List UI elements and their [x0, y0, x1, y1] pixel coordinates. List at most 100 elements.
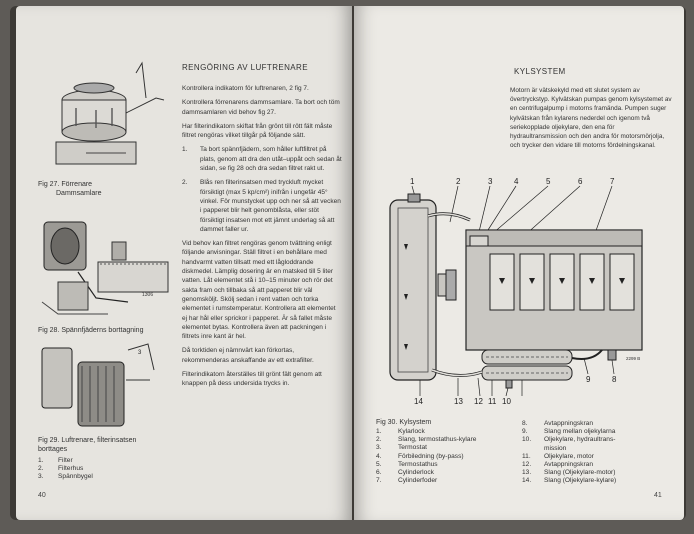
legend-item: 1. Kylarlock — [376, 428, 476, 436]
fig30-caption: Fig 30. Kylsystem — [376, 419, 432, 426]
paragraph: Kontrollera indikatorn för luftrenaren, … — [182, 85, 309, 92]
left-page: Fig 27. Förrenare Dammsamlare 1306 Fig 2… — [16, 6, 352, 520]
fig29-caption-subtitle: borttages — [38, 446, 68, 453]
paragraph: Kontrollera förrenarens dammsamlare. Ta … — [182, 99, 340, 116]
legend-number: 3. — [38, 473, 44, 481]
legend-number: 12. — [522, 461, 532, 469]
legend-label: Termostat — [398, 444, 427, 452]
legend-label: Slang mellan oljekylarna — [544, 428, 616, 436]
callout-2: 2 — [456, 177, 461, 186]
legend-item: mission — [522, 445, 616, 453]
book-spread: Fig 27. Förrenare Dammsamlare 1306 Fig 2… — [10, 6, 686, 520]
right-heading: KYLSYSTEM — [514, 67, 566, 76]
paragraph: Filterindikatorn återställes till grönt … — [182, 371, 322, 388]
legend-number: 3. — [376, 444, 382, 452]
legend-label: Termostathus — [398, 460, 438, 468]
legend-item: 4. Förbiledning (by-pass) — [376, 453, 476, 461]
fig29-air-filter-illustration: 3 — [38, 340, 158, 430]
callout-11: 11 — [488, 397, 497, 406]
legend-label: mission — [544, 444, 567, 452]
legend-number: 5. — [376, 460, 382, 468]
legend-label: Filterhus — [58, 465, 84, 473]
fig30-legend-left: 1. Kylarlock 2. Slang, termostathus-kylare… — [376, 428, 476, 485]
callout-6: 6 — [578, 177, 583, 186]
legend-item: 14. Slang (Oljekylare-kylare) — [522, 477, 616, 485]
page-number-right: 41 — [654, 492, 662, 499]
legend-item: 1. Filter — [38, 457, 93, 465]
fig27-prefilter-illustration — [46, 58, 166, 173]
legend-label: Avtappningskran — [544, 420, 593, 427]
step-text: Blås ren filterinsatsen med tryckluft my… — [200, 179, 341, 233]
legend-item: 10. Oljekylare, hydraultrans- — [522, 436, 616, 444]
paragraph: Då torktiden ej nämnvärt kan förkortas, … — [182, 347, 314, 364]
legend-number: 2. — [376, 436, 382, 444]
step-item: 2. Blås ren filterinsatsen med tryckluft… — [182, 178, 342, 234]
callout-10: 10 — [502, 397, 511, 406]
legend-label: Oljekylare, motor — [544, 452, 594, 460]
callout-5: 5 — [546, 177, 551, 186]
fig27-caption-subtitle: Dammsamlare — [56, 190, 102, 197]
callout-13: 13 — [454, 397, 463, 406]
legend-item: 2. Slang, termostathus-kylare — [376, 436, 476, 444]
step-item: 1. Ta bort spännfjädern, som håller luft… — [182, 145, 342, 173]
right-page: KYLSYSTEM Motorn är vätskekyld med ett s… — [354, 6, 684, 520]
fig28-caption: Fig 28. Spännfjäderns borttagning — [38, 326, 143, 335]
legend-label: Slang (Oljekylare-motor) — [544, 469, 616, 477]
left-text-column: Kontrollera indikatorn för luftrenaren, … — [182, 84, 342, 394]
legend-number: 13. — [522, 469, 532, 477]
legend-label: Avtappningskran — [544, 461, 593, 469]
svg-text:3: 3 — [138, 350, 142, 356]
fig30-legend-right: 8. Avtappningskran 9. Slang mellan oljekyl… — [522, 420, 616, 486]
callout-1: 1 — [410, 177, 415, 186]
right-intro: Motorn är vätskekyld med ett slutet syst… — [510, 87, 672, 150]
fig30-cooling-system-diagram: 1 2 3 4 5 6 7 — [389, 177, 643, 406]
legend-label: Oljekylare, hydraultrans- — [544, 436, 616, 444]
legend-label: Slang, termostathus-kylare — [398, 436, 477, 444]
callout-9: 9 — [586, 375, 591, 384]
legend-item: 6. Cylinderlock — [376, 469, 476, 477]
fig29-legend: 1. Filter 2. Filterhus 3. Spännbygel — [38, 457, 93, 482]
legend-number: 2. — [38, 465, 44, 473]
legend-number: 11. — [522, 452, 531, 460]
legend-item: 9. Slang mellan oljekylarna — [522, 428, 616, 436]
legend-number: 14. — [522, 477, 532, 485]
callout-7: 7 — [610, 177, 615, 186]
legend-label: Spännbygel — [58, 473, 93, 481]
legend-number: 8. — [522, 420, 528, 427]
legend-number: 1. — [38, 457, 44, 464]
step-number: 2. — [182, 179, 188, 187]
legend-number: 1. — [376, 428, 382, 435]
paragraph: Vid behov kan filtret rengöras genom tvä… — [182, 240, 336, 341]
callout-8: 8 — [612, 375, 617, 384]
fig29-caption-title: Fig 29. Luftrenare, filterinsatsen — [38, 437, 137, 444]
diagram-stamp: 2299 B — [626, 356, 640, 361]
legend-item: 5. Termostathus — [376, 461, 476, 469]
legend-item: 8. Avtappningskran — [522, 420, 616, 428]
legend-label: Slang (Oljekylare-kylare) — [544, 477, 617, 485]
legend-number: 6. — [376, 469, 382, 477]
legend-number: 10. — [522, 436, 532, 444]
legend-item: 13. Slang (Oljekylare-motor) — [522, 469, 616, 477]
svg-text:1306: 1306 — [142, 292, 153, 298]
legend-item: 11. Oljekylare, motor — [522, 453, 616, 461]
paragraph: Har filterindikatorn skiftat från grönt … — [182, 122, 333, 140]
legend-number: 4. — [376, 452, 382, 460]
callout-14: 14 — [414, 397, 423, 406]
callout-12: 12 — [474, 397, 483, 406]
callout-3: 3 — [488, 177, 493, 186]
legend-number: 7. — [376, 477, 382, 485]
step-number: 1. — [182, 146, 188, 154]
legend-item: 3. Termostat — [376, 444, 476, 452]
fig27-caption-title: Fig 27. Förrenare — [38, 181, 93, 188]
fig28-spring-removal-illustration: 1306 — [38, 202, 170, 320]
legend-item: 2. Filterhus — [38, 465, 93, 473]
legend-item: 3. Spännbygel — [38, 473, 93, 481]
legend-label: Kylarlock — [398, 428, 425, 435]
legend-label: Förbiledning (by-pass) — [398, 452, 464, 460]
legend-item: 7.Cylinderfoder — [376, 477, 476, 485]
fig27-caption: Fig 27. Förrenare Dammsamlare — [38, 180, 102, 198]
legend-number: 9. — [522, 428, 528, 436]
fig28-caption-title: Fig 28. Spännfjäderns borttagning — [38, 327, 144, 334]
legend-label: Filter — [58, 457, 73, 464]
legend-label: Cylinderlock — [398, 469, 434, 477]
